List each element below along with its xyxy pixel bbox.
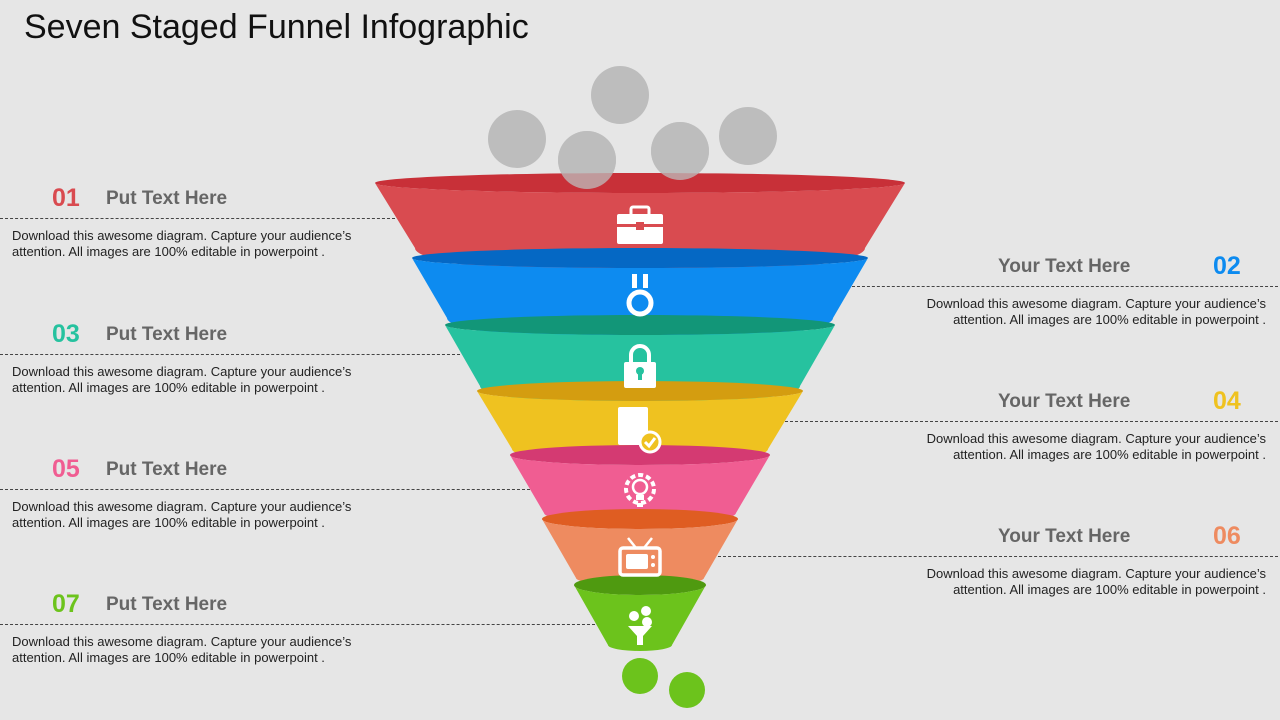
stage-number: 07	[52, 590, 80, 618]
stage-heading: Your Text Here	[998, 256, 1131, 277]
funnel-band-07	[574, 575, 706, 651]
stage-rule	[0, 489, 530, 490]
stage-number: 02	[1213, 252, 1241, 280]
band-rim	[375, 173, 905, 193]
band-rim	[510, 445, 770, 465]
stage-number: 05	[52, 455, 80, 483]
stage-number: 06	[1213, 522, 1241, 550]
gray-ball-front	[558, 131, 616, 189]
stage-description: Download this awesome diagram. Capture y…	[12, 499, 352, 530]
band-rim	[445, 315, 835, 335]
stage-number: 01	[52, 184, 80, 212]
stage-rule	[0, 354, 460, 355]
lightbulb-gear-icon	[624, 473, 656, 507]
document-check-icon	[618, 407, 662, 454]
band-rim	[574, 575, 706, 595]
gray-ball	[488, 110, 546, 168]
stage-rule	[852, 286, 1278, 287]
gray-ball-front	[651, 122, 709, 180]
stage-rule	[718, 556, 1278, 557]
band-rim	[412, 248, 868, 268]
television-icon	[618, 537, 662, 577]
stage-description: Download this awesome diagram. Capture y…	[12, 634, 352, 665]
band-rim	[477, 381, 803, 401]
money-funnel-icon	[628, 606, 652, 645]
green-ball	[622, 658, 658, 694]
stage-description: Download this awesome diagram. Capture y…	[12, 364, 352, 395]
gray-ball	[591, 66, 649, 124]
funnel-band-05	[510, 445, 770, 525]
band-body	[510, 455, 770, 525]
briefcase-icon	[617, 205, 663, 244]
band-body	[574, 585, 706, 651]
stage-heading: Put Text Here	[106, 188, 228, 209]
stage-heading: Put Text Here	[106, 594, 228, 615]
funnel-band-06	[542, 509, 738, 586]
stage-description: Download this awesome diagram. Capture y…	[926, 431, 1266, 462]
stage-heading: Put Text Here	[106, 324, 228, 345]
stage-rule	[0, 218, 395, 219]
medal-icon	[626, 274, 654, 317]
stage-description: Download this awesome diagram. Capture y…	[12, 228, 352, 259]
band-rim	[542, 509, 738, 529]
stage-description: Download this awesome diagram. Capture y…	[926, 566, 1266, 597]
stage-number: 04	[1213, 387, 1241, 415]
stage-heading: Put Text Here	[106, 459, 228, 480]
stage-rule	[785, 421, 1278, 422]
stage-rule	[0, 624, 595, 625]
stage-description: Download this awesome diagram. Capture y…	[926, 296, 1266, 327]
padlock-icon	[624, 344, 656, 388]
gray-ball	[719, 107, 777, 165]
stage-heading: Your Text Here	[998, 526, 1131, 547]
page-title: Seven Staged Funnel Infographic	[24, 8, 529, 46]
stage-number: 03	[52, 320, 80, 348]
stage-heading: Your Text Here	[998, 391, 1131, 412]
band-body	[542, 519, 738, 586]
green-ball	[669, 672, 705, 708]
